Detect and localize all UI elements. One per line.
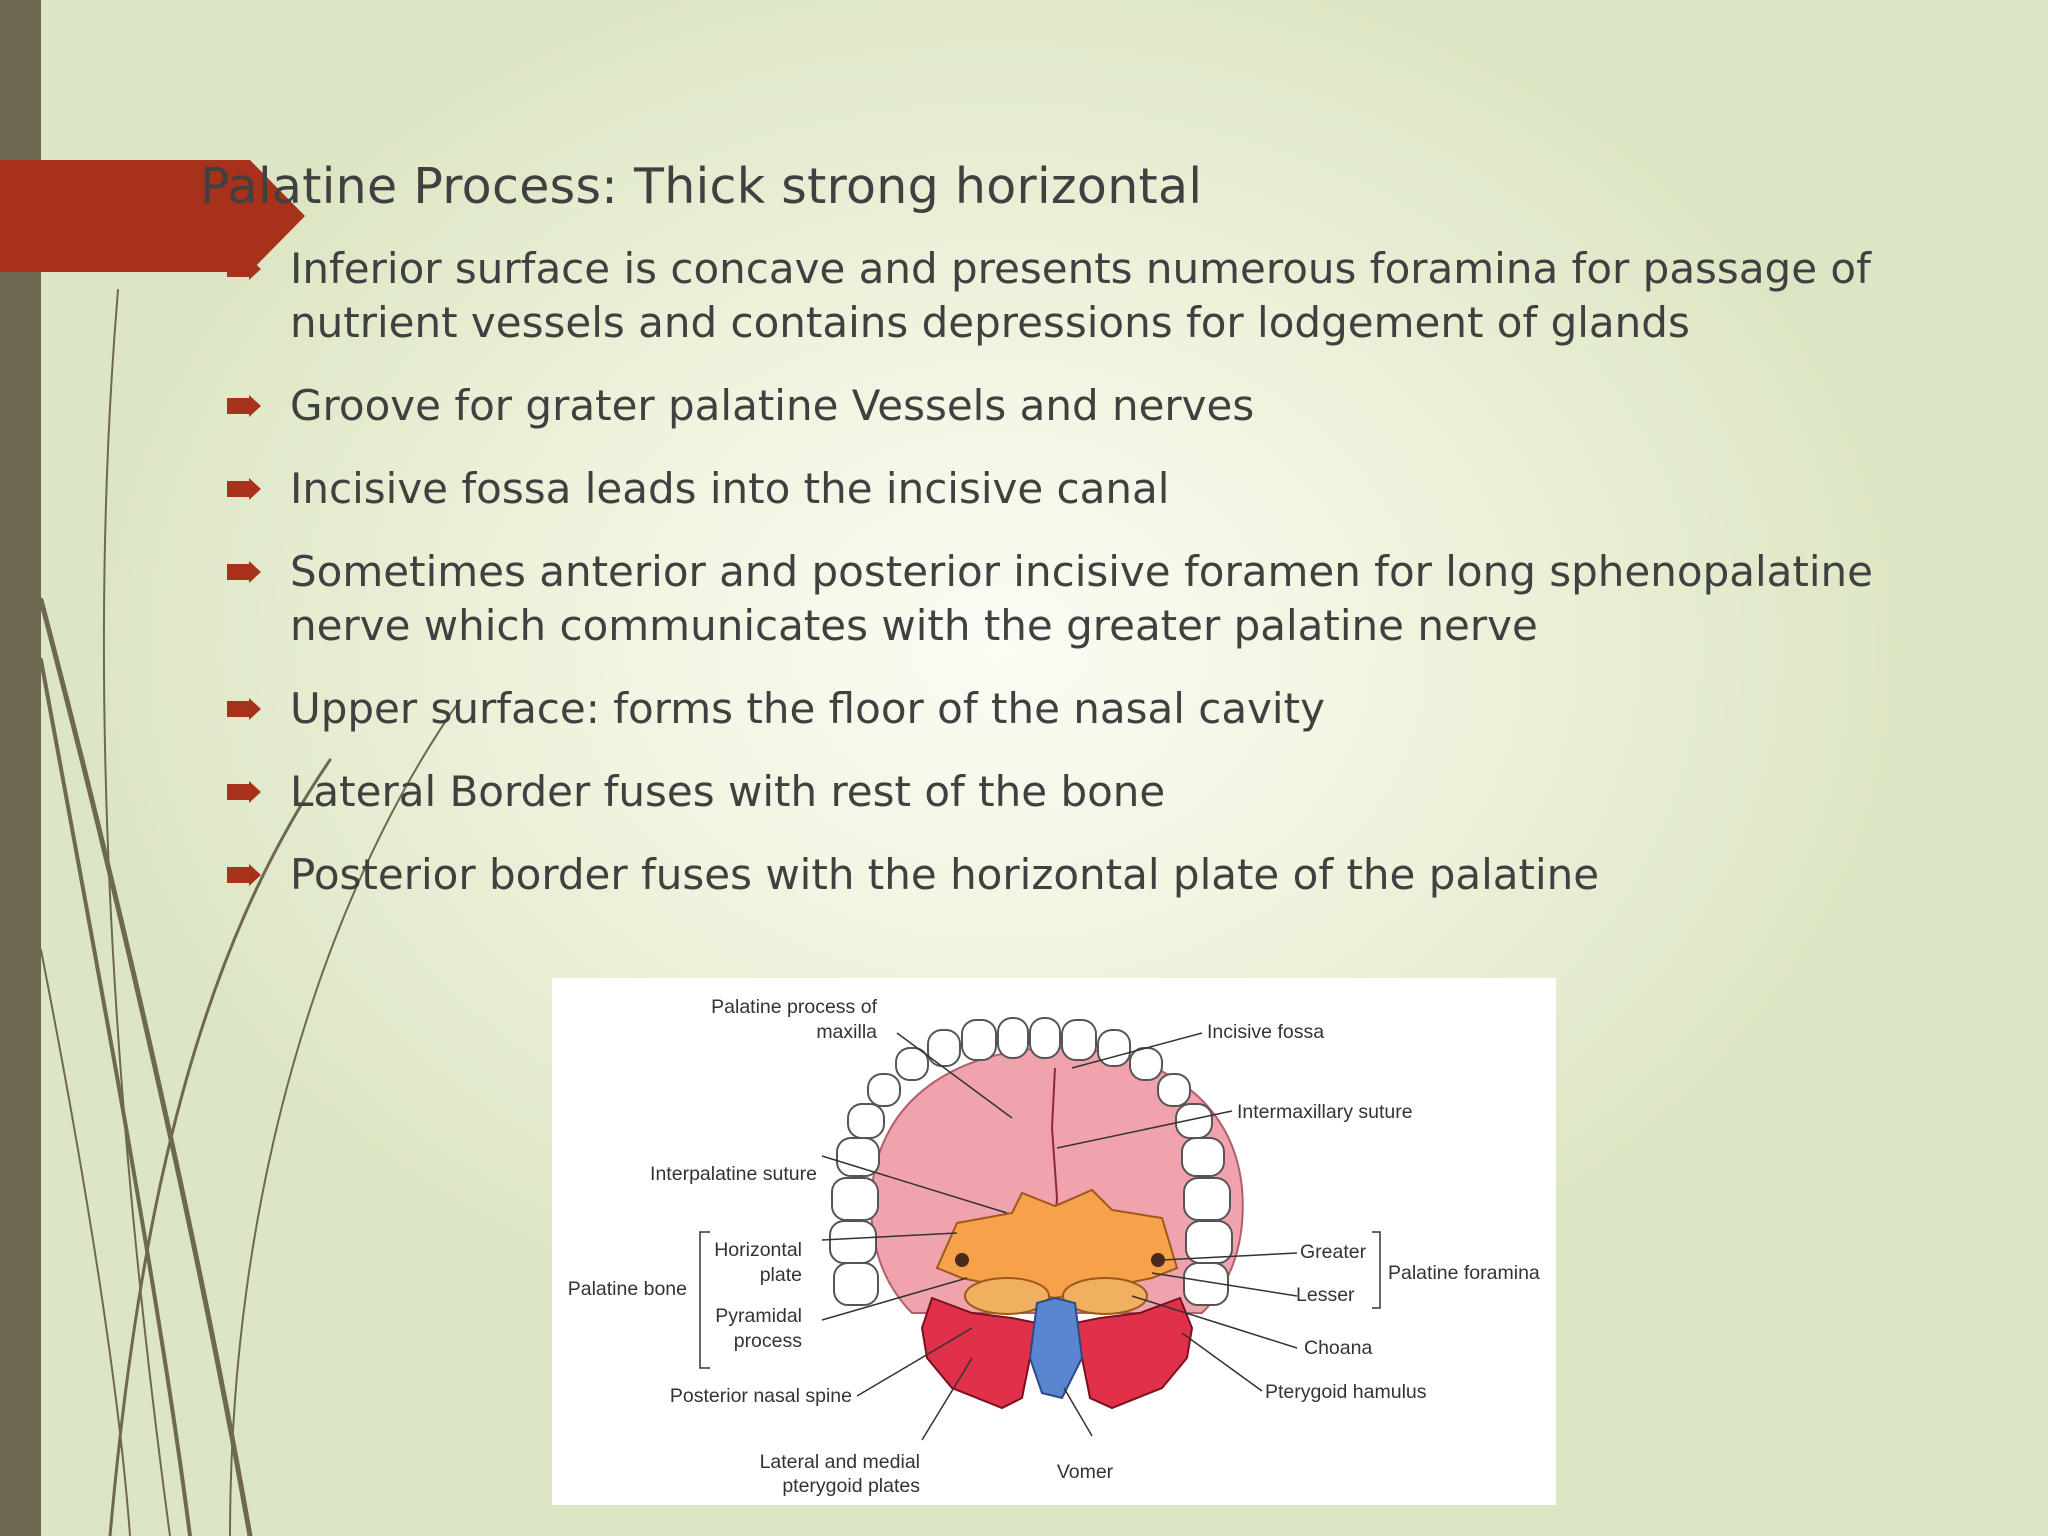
bullet-text: Lateral Border fuses with rest of the bo… — [290, 767, 1166, 816]
label-posterior-nasal-spine: Posterior nasal spine — [670, 1385, 852, 1407]
bullet-arrow-icon — [227, 561, 261, 583]
leader-lines — [699, 1032, 1381, 1441]
palate-diagram: Palatine process of maxilla Incisive fos… — [552, 978, 1556, 1505]
label-greater: Greater — [1300, 1241, 1367, 1263]
label-lateral-medial-plates-2: pterygoid plates — [782, 1475, 920, 1497]
label-pyramidal-process-2: process — [734, 1330, 803, 1352]
pterygoid-plates — [920, 1296, 1039, 1410]
bullet-item: Posterior border fuses with the horizont… — [225, 848, 1925, 902]
bullet-item: Lateral Border fuses with rest of the bo… — [225, 765, 1925, 819]
title-accent-flag — [0, 160, 305, 272]
horizontal-plate — [935, 1188, 1179, 1300]
palate-diagram-svg: Palatine process of maxilla Incisive fos… — [568, 996, 1540, 1497]
greater-palatine-foramen — [955, 1253, 969, 1267]
label-interpalatine-suture: Interpalatine suture — [650, 1163, 817, 1185]
bullet-item: Sometimes anterior and posterior incisiv… — [225, 545, 1925, 653]
label-palatine-bone: Palatine bone — [568, 1278, 687, 1300]
bullet-text: Posterior border fuses with the horizont… — [290, 850, 1600, 899]
bullet-item: Inferior surface is concave and presents… — [225, 242, 1925, 350]
vomer-shape — [1028, 1296, 1084, 1400]
label-incisive-fossa: Incisive fossa — [1207, 1021, 1324, 1043]
bullet-arrow-icon — [227, 395, 261, 417]
label-horizontal-plate: Horizontal — [714, 1239, 802, 1261]
label-choana: Choana — [1304, 1337, 1372, 1359]
greater-palatine-foramen — [1151, 1253, 1165, 1267]
label-palatine-process-2: maxilla — [816, 1021, 877, 1043]
bullet-text: Sometimes anterior and posterior incisiv… — [290, 547, 1873, 650]
label-lateral-medial-plates: Lateral and medial — [760, 1451, 920, 1473]
bullet-arrow-icon — [227, 781, 261, 803]
bullet-arrow-icon — [227, 864, 261, 886]
bullet-arrow-icon — [227, 698, 261, 720]
choana — [964, 1277, 1050, 1315]
bullet-text: Inferior surface is concave and presents… — [290, 244, 1871, 347]
diagram-labels: Palatine process of maxilla Incisive fos… — [568, 996, 1540, 1497]
label-vomer: Vomer — [1057, 1461, 1114, 1483]
label-lesser: Lesser — [1296, 1284, 1355, 1306]
label-palatine-process: Palatine process of — [711, 996, 877, 1018]
bullet-text: Upper surface: forms the floor of the na… — [290, 684, 1325, 733]
bullet-list: Inferior surface is concave and presents… — [225, 242, 1925, 931]
bullet-arrow-icon — [227, 258, 261, 280]
slide-title: Palatine Process: Thick strong horizonta… — [200, 158, 1203, 215]
bullet-arrow-icon — [227, 478, 261, 500]
bullet-text: Incisive fossa leads into the incisive c… — [290, 464, 1170, 513]
label-pyramidal-process: Pyramidal — [715, 1305, 802, 1327]
choana — [1062, 1277, 1148, 1315]
bullet-item: Incisive fossa leads into the incisive c… — [225, 462, 1925, 516]
pterygoid-plates — [1073, 1296, 1194, 1410]
label-palatine-foramina: Palatine foramina — [1388, 1262, 1540, 1284]
label-pterygoid-hamulus: Pterygoid hamulus — [1265, 1381, 1427, 1403]
teeth — [829, 1017, 1233, 1306]
bullet-item: Upper surface: forms the floor of the na… — [225, 682, 1925, 736]
label-intermaxillary-suture: Intermaxillary suture — [1237, 1101, 1413, 1123]
label-horizontal-plate-2: plate — [760, 1264, 802, 1286]
bullet-text: Groove for grater palatine Vessels and n… — [290, 381, 1255, 430]
bullet-item: Groove for grater palatine Vessels and n… — [225, 379, 1925, 433]
